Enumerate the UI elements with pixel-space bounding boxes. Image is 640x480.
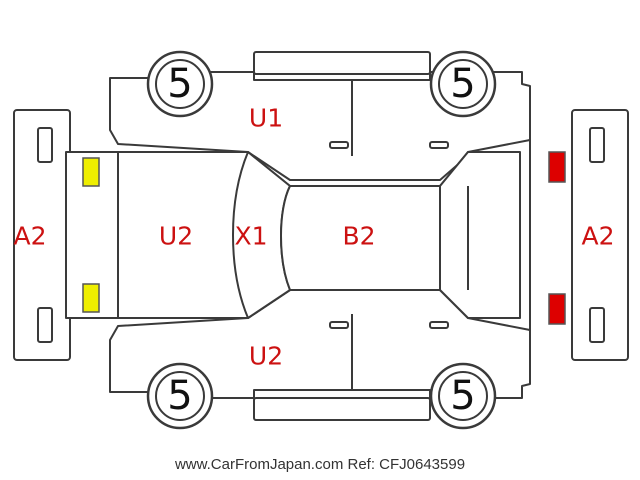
code-front-bumper: A2 bbox=[13, 222, 46, 251]
front-light-top bbox=[82, 157, 100, 187]
code-hood: U2 bbox=[159, 222, 193, 251]
left-side-skirt bbox=[253, 51, 431, 75]
tire-rear-right-score: 5 bbox=[450, 373, 475, 419]
left-front-handle bbox=[329, 141, 349, 149]
rear-light-top bbox=[548, 151, 566, 183]
tire-front-right-score: 5 bbox=[167, 373, 192, 419]
reference-footer: www.CarFromJapan.com Ref: CFJ0643599 bbox=[174, 456, 466, 473]
code-right-side-lower: U2 bbox=[249, 342, 283, 371]
front-bumper-vent-bottom bbox=[37, 307, 53, 343]
tire-front-left: 5 bbox=[146, 50, 214, 118]
rear-window bbox=[439, 151, 521, 319]
roof bbox=[280, 185, 441, 291]
front-light-bottom bbox=[82, 283, 100, 313]
tire-rear-left-score: 5 bbox=[450, 61, 475, 107]
front-bumper-vent-top bbox=[37, 127, 53, 163]
code-windshield: X1 bbox=[234, 222, 267, 251]
right-rear-handle bbox=[429, 321, 449, 329]
rear-bumper-vent-top bbox=[589, 127, 605, 163]
tire-rear-right: 5 bbox=[429, 362, 497, 430]
tire-front-right: 5 bbox=[146, 362, 214, 430]
tire-rear-left: 5 bbox=[429, 50, 497, 118]
code-rear-bumper: A2 bbox=[581, 222, 614, 251]
code-left-side-upper: U1 bbox=[249, 104, 283, 133]
rear-bumper-vent-bottom bbox=[589, 307, 605, 343]
tire-front-left-score: 5 bbox=[167, 61, 192, 107]
rear-light-bottom bbox=[548, 293, 566, 325]
right-front-handle bbox=[329, 321, 349, 329]
right-side-skirt bbox=[253, 397, 431, 421]
code-roof: B2 bbox=[342, 222, 375, 251]
left-rear-handle bbox=[429, 141, 449, 149]
rear-bumper bbox=[571, 109, 629, 361]
